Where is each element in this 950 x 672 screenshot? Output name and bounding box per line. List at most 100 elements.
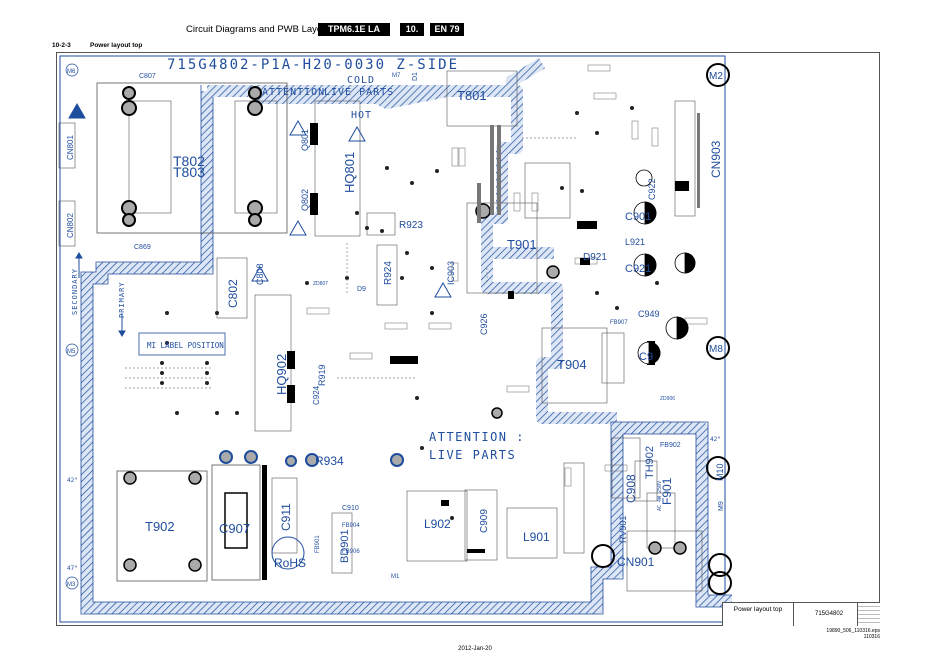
label-q802: Q802 [300, 189, 310, 211]
capacitor-c907 [211, 450, 267, 581]
live-parts-mid-label: LIVE PARTS [429, 448, 516, 462]
label-c924: C924 [312, 385, 321, 405]
footer-date: 2012-Jan-20 [458, 646, 492, 652]
hot-label: HOT [351, 110, 372, 121]
label-t803: T803 [173, 164, 205, 180]
label-r934: R934 [315, 454, 344, 468]
section-number: 10-2-3 [52, 42, 71, 49]
mi-label-box [138, 332, 226, 356]
mount-m7: M7 [392, 73, 401, 79]
mi-label-position: MI LABEL POSITION [147, 341, 224, 350]
label-zd807: ZD807 [313, 281, 328, 287]
angle-left-top: 42° [67, 477, 78, 484]
label-fb901: FB901 [315, 535, 321, 553]
mount-m9: M9 [718, 501, 725, 511]
label-l921: L921 [625, 237, 645, 247]
label-fb902: FB902 [660, 442, 681, 449]
label-t902: T902 [145, 519, 175, 534]
label-t802: T802 [173, 153, 205, 169]
mount-m10: M10 [715, 463, 725, 481]
label-th902: TH902 [644, 446, 656, 479]
file-date-code: 110316 [863, 634, 880, 640]
cold-label: COLD [347, 75, 375, 86]
label-r924: R924 [383, 261, 394, 285]
rohs-label: RoHS [274, 556, 306, 570]
secondary-label: SECONDARY [71, 268, 79, 315]
rating-label: AC 4W 250V [657, 481, 663, 511]
isolation-band [81, 57, 732, 614]
label-fb907: FB907 [610, 320, 628, 326]
live-parts-top-label: LIVE PARTS [324, 87, 394, 98]
label-c908: C908 [624, 474, 638, 503]
mount-m8: M8 [709, 344, 723, 355]
label-q801: Q801 [300, 129, 310, 151]
attention-mid-label: ATTENTION : [429, 430, 525, 444]
label-r923: R923 [399, 220, 423, 231]
pcb-layout-diagram: 715G4802-P1A-H20-0030 Z-SIDE COLD ATTENT… [58, 55, 732, 623]
title-block-name: Power layout top [733, 606, 783, 613]
label-t901: T901 [507, 237, 537, 252]
page-badge: EN 79 [430, 23, 464, 36]
diagram-frame [56, 52, 880, 626]
label-t904: T904 [557, 357, 587, 372]
label-bd901: BD901 [339, 529, 351, 563]
label-c909: C909 [479, 509, 490, 533]
label-c910: C910 [342, 505, 359, 512]
label-c922: C922 [647, 178, 657, 200]
label-t801: T801 [457, 88, 487, 103]
primary-label: PRIMARY [118, 281, 126, 318]
label-zd906: ZD906 [660, 396, 675, 402]
label-d9: D9 [357, 286, 366, 293]
title-block-grid [858, 603, 880, 626]
page-header: Circuit Diagrams and PWB Layouts TPM6.1E… [0, 23, 950, 37]
label-c808: C808 [255, 263, 265, 285]
label-c869: C869 [134, 244, 151, 251]
file-name: 19890_506_110316.eps [826, 628, 880, 634]
label-hq902: HQ902 [274, 354, 289, 395]
label-c901: C901 [625, 211, 651, 223]
label-r919: R919 [317, 364, 327, 386]
label-d921: D921 [583, 252, 607, 263]
section-title: Power layout top [90, 42, 143, 49]
title-block-code: 715G4802 [815, 611, 844, 617]
label-l902: L902 [424, 517, 451, 531]
header-title: Circuit Diagrams and PWB Layouts [186, 24, 335, 35]
mount-m1: M1 [391, 574, 400, 580]
title-block-divider [793, 603, 794, 626]
angle-right: 42° [710, 436, 721, 443]
transformer-t802 [96, 82, 288, 234]
label-c802: C802 [226, 279, 240, 308]
label-c921: C921 [625, 263, 651, 275]
mount-d1: D1 [412, 72, 419, 81]
label-c926: C926 [479, 313, 489, 335]
mount-m6: M6 [67, 69, 76, 75]
label-fb904: FB904 [342, 523, 360, 529]
label-f901: F901 [660, 477, 674, 505]
label-c907: C907 [219, 521, 250, 536]
label-c911: C911 [279, 503, 293, 531]
label-c807: C807 [139, 73, 156, 80]
mount-m5: M5 [67, 349, 76, 355]
title-block: Power layout top 715G4802 [722, 602, 880, 626]
transformer-t902 [116, 470, 208, 582]
mount-m3: M3 [67, 582, 76, 588]
chapter-badge: 10. [400, 23, 424, 36]
label-c949: C949 [638, 309, 660, 319]
label-ic903: IC903 [446, 261, 456, 285]
label-cn801: CN801 [66, 135, 75, 160]
label-hq801: HQ801 [342, 152, 357, 193]
attention-top-label: ATTENTION [262, 87, 325, 98]
label-rv901: RV901 [618, 516, 628, 543]
model-badge: TPM6.1E LA [318, 23, 390, 36]
file-reference: 19890_506_110316.eps 110316 [826, 628, 880, 640]
title-block-divider-2 [857, 603, 858, 626]
label-cn901: CN901 [617, 555, 655, 569]
label-cn903: CN903 [709, 140, 723, 178]
label-cn802: CN802 [66, 213, 75, 238]
mount-m2: M2 [709, 71, 723, 82]
board-part-number: 715G4802-P1A-H20-0030 Z-SIDE [167, 57, 459, 73]
angle-left-bottom: 47° [67, 565, 78, 572]
label-c9: C9 [639, 351, 653, 363]
label-fb906: FB906 [342, 549, 360, 555]
label-l901: L901 [523, 530, 550, 544]
